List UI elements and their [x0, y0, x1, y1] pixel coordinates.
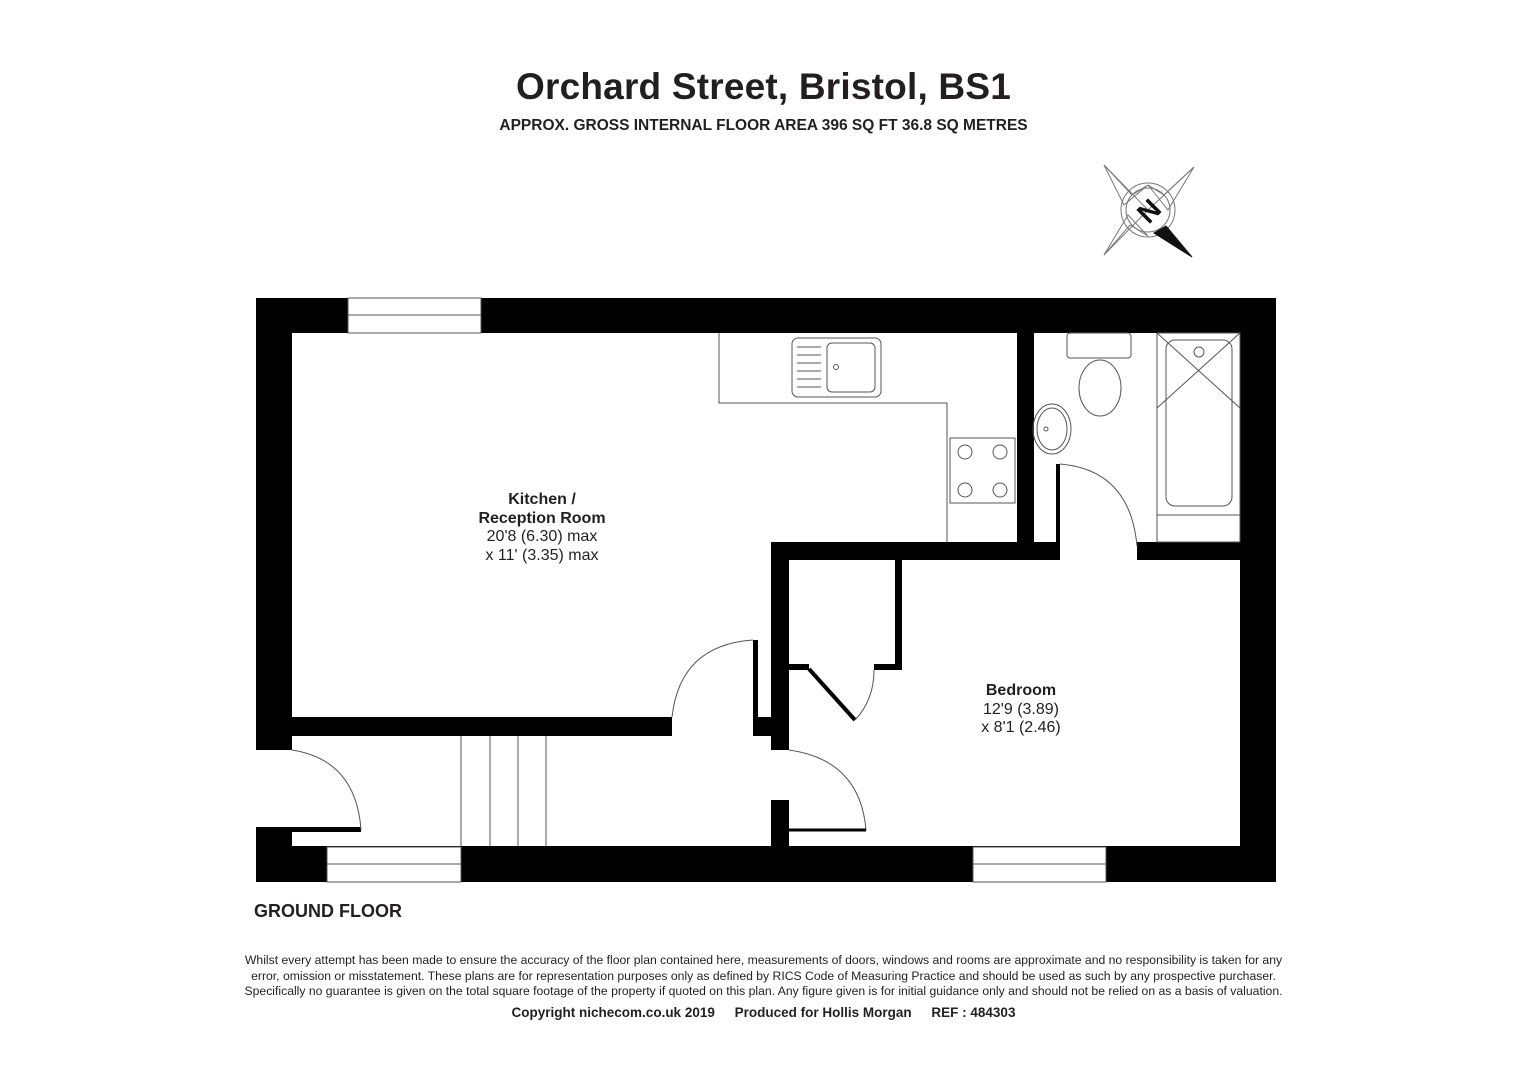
floor-label: GROUND FLOOR: [254, 901, 402, 921]
room-label-bedroom: Bedroom 12'9 (3.89) x 8'1 (2.46): [941, 682, 1101, 738]
room-name: Kitchen /: [508, 491, 576, 508]
disclaimer-line: Specifically no guarantee is given on th…: [244, 984, 1283, 998]
compass-rose-icon: [1103, 164, 1195, 258]
property-title: Orchard Street, Bristol, BS1: [516, 66, 1011, 107]
room-name: Reception Room: [478, 509, 606, 527]
credits: Copyright nichecom.co.uk 2019 Produced f…: [0, 1005, 1527, 1020]
room-label-kitchen: Kitchen / Reception Room 20'8 (6.30) max…: [442, 491, 642, 565]
room-dimension: 12'9 (3.89): [983, 700, 1059, 718]
bath-icon: [1156, 332, 1241, 543]
walls: [256, 298, 1276, 882]
room-dimension: 20'8 (6.30) max: [486, 528, 598, 545]
room-dimension: x 11' (3.35) max: [485, 546, 599, 564]
kitchen-worktop: [718, 333, 948, 542]
reference-text: REF : 484303: [931, 1005, 1016, 1020]
stairs: [460, 736, 547, 846]
disclaimer-line: Whilst every attempt has been made to en…: [244, 953, 1283, 967]
windows: [326, 297, 1107, 883]
hob-icon: [949, 437, 1016, 504]
copyright-text: Copyright nichecom.co.uk 2019: [511, 1005, 715, 1020]
doors: [291, 463, 1138, 832]
sink-icon: [791, 337, 882, 398]
basin-icon: [1032, 403, 1072, 455]
disclaimer: Whilst every attempt has been made to en…: [0, 953, 1527, 1000]
cupboard-door: [807, 667, 857, 722]
toilet-icon: [1066, 332, 1132, 417]
room-dimension: x 8'1 (2.46): [981, 719, 1061, 736]
floor-area-subtitle: APPROX. GROSS INTERNAL FLOOR AREA 396 SQ…: [499, 117, 1028, 134]
room-name: Bedroom: [985, 682, 1057, 699]
produced-for-text: Produced for Hollis Morgan: [734, 1005, 912, 1020]
disclaimer-line: error, omission or misstatement. These p…: [251, 968, 1276, 983]
